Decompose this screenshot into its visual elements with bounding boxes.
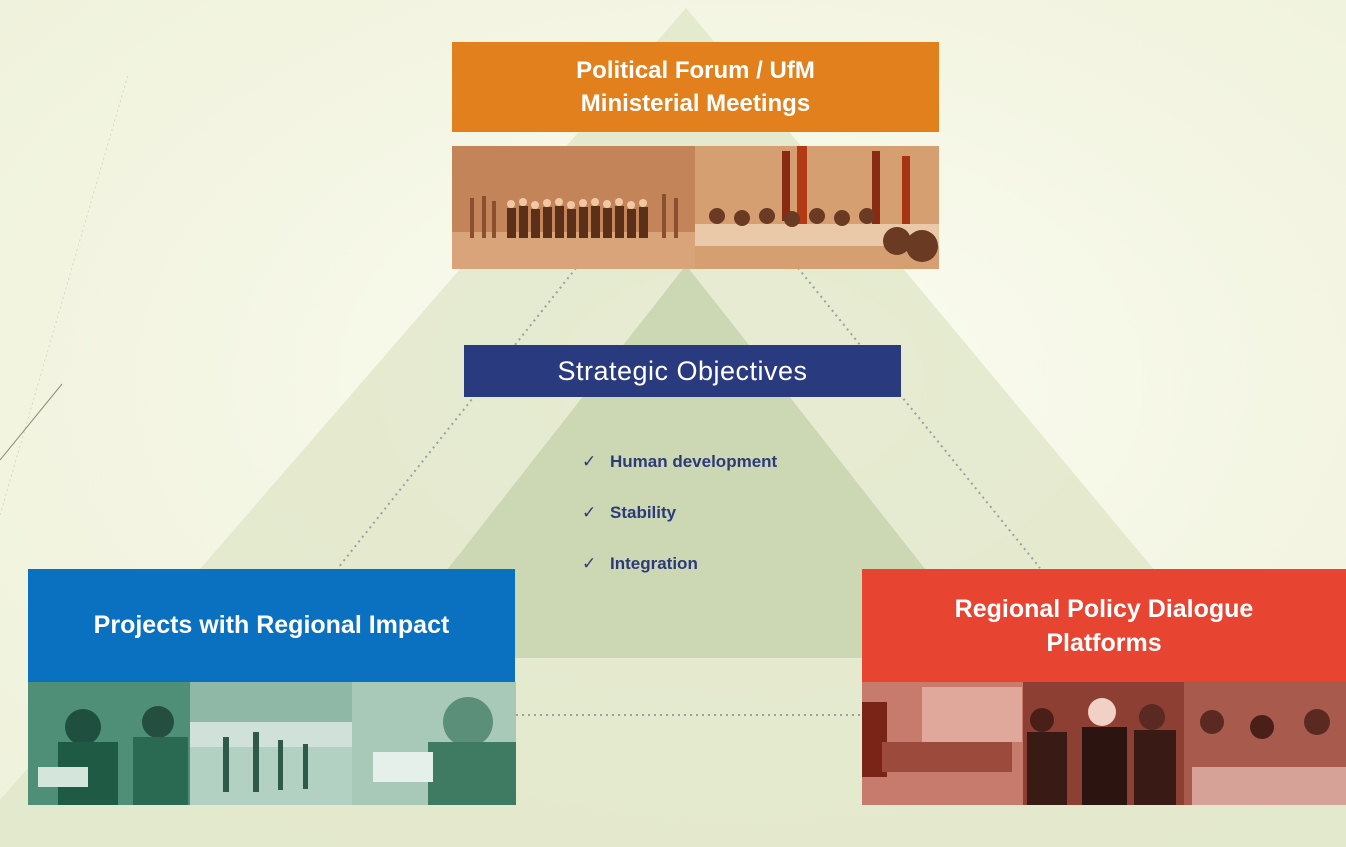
connector-left [337,267,577,569]
strategic-objectives-title: Strategic Objectives [464,345,901,397]
check-icon: ✓ [582,452,597,472]
strategic-objectives-label: Strategic Objectives [557,355,808,386]
policy-dialogue-line2: Platforms [1046,628,1162,657]
ministerial-meeting-photo [452,146,939,269]
objective-label: Stability [610,503,677,522]
connector-right [797,267,1041,569]
policy-dialogue-photo [862,682,1346,805]
objective-label: Human development [610,452,778,471]
check-icon: ✓ [582,554,597,574]
projects-label: Projects with Regional Impact [93,611,450,639]
list-item: ✓ Stability [582,499,777,550]
list-item: ✓ Human development [582,448,777,499]
objectives-list: ✓ Human development ✓ Stability ✓ Integrati… [582,448,777,601]
projects-box: Projects with Regional Impact [28,569,515,682]
decorative-line [0,74,129,516]
check-icon: ✓ [582,503,597,523]
political-forum-title-line1: Political Forum / UfM [576,57,815,84]
political-forum-title-line2: Ministerial Meetings [580,90,811,117]
decorative-line [0,383,63,461]
projects-photo [28,682,516,805]
list-item: ✓ Integration [582,550,777,601]
objective-label: Integration [610,554,698,573]
policy-dialogue-box: Regional Policy Dialogue Platforms [862,569,1346,682]
inner-triangle [378,265,995,658]
policy-dialogue-line1: Regional Policy Dialogue [954,594,1254,623]
political-forum-box: Political Forum / UfM Ministerial Meetin… [452,42,939,132]
